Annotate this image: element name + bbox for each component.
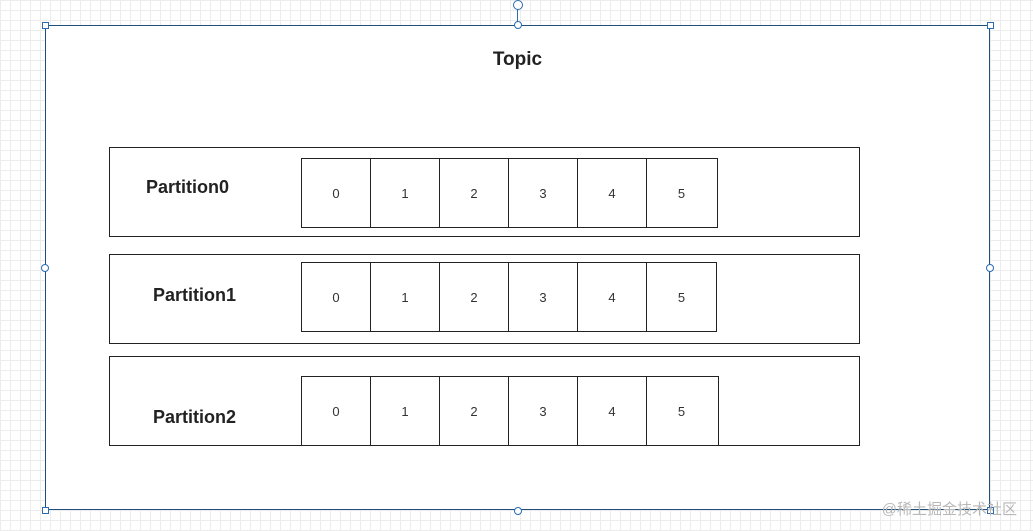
offset-cell: 1 <box>371 377 440 445</box>
offset-cell: 5 <box>677 185 686 201</box>
offset-cell: 0 <box>302 159 371 227</box>
partition-0-box[interactable]: Partition0 0 1 2 3 4 5 <box>109 147 860 237</box>
offset-cell: 3 <box>509 159 578 227</box>
watermark: @稀土掘金技术社区 <box>881 501 1017 518</box>
resize-handle-top-left[interactable] <box>42 22 49 29</box>
resize-handle-bottom-right[interactable] <box>987 507 994 514</box>
offset-cell: 4 <box>578 159 647 227</box>
resize-handle-left[interactable] <box>41 264 49 272</box>
resize-handle-bottom[interactable] <box>514 507 522 515</box>
resize-handle-right[interactable] <box>986 264 994 272</box>
offset-cell: 2 <box>440 159 509 227</box>
offset-cell: 4 <box>578 377 647 445</box>
offset-cell: 0 <box>302 263 371 331</box>
offset-cell: 1 <box>371 263 440 331</box>
resize-handle-top[interactable] <box>514 21 522 29</box>
partition-0-offsets: 0 1 2 3 4 5 <box>301 158 718 228</box>
topic-box[interactable]: Topic Partition0 0 1 2 3 4 5 Partition1 … <box>45 25 990 510</box>
partition-2-offsets: 0 1 2 3 4 5 <box>301 376 719 446</box>
rotate-handle[interactable] <box>513 0 523 10</box>
partition-1-box[interactable]: Partition1 0 1 2 3 4 5 <box>109 254 860 344</box>
partition-1-label: Partition1 <box>153 285 237 305</box>
offset-cell: 3 <box>509 263 578 331</box>
topic-title: Topic <box>492 49 543 70</box>
offset-cell: 5 <box>677 403 686 419</box>
rotate-handle-stem <box>517 9 518 23</box>
offset-cell: 0 <box>302 377 371 445</box>
resize-handle-top-right[interactable] <box>987 22 994 29</box>
offset-cell: 2 <box>440 263 509 331</box>
offset-cell: 2 <box>440 377 509 445</box>
offset-cell: 1 <box>371 159 440 227</box>
partition-2-label: Partition2 <box>153 407 237 427</box>
offset-cell: 5 <box>677 289 686 305</box>
offset-cell: 3 <box>509 377 578 445</box>
partition-0-label: Partition0 <box>146 177 230 197</box>
offset-cell: 4 <box>578 263 647 331</box>
partition-1-offsets: 0 1 2 3 4 5 <box>301 262 717 332</box>
resize-handle-bottom-left[interactable] <box>42 507 49 514</box>
partition-2-box[interactable]: Partition2 0 1 2 3 4 5 <box>109 356 860 446</box>
